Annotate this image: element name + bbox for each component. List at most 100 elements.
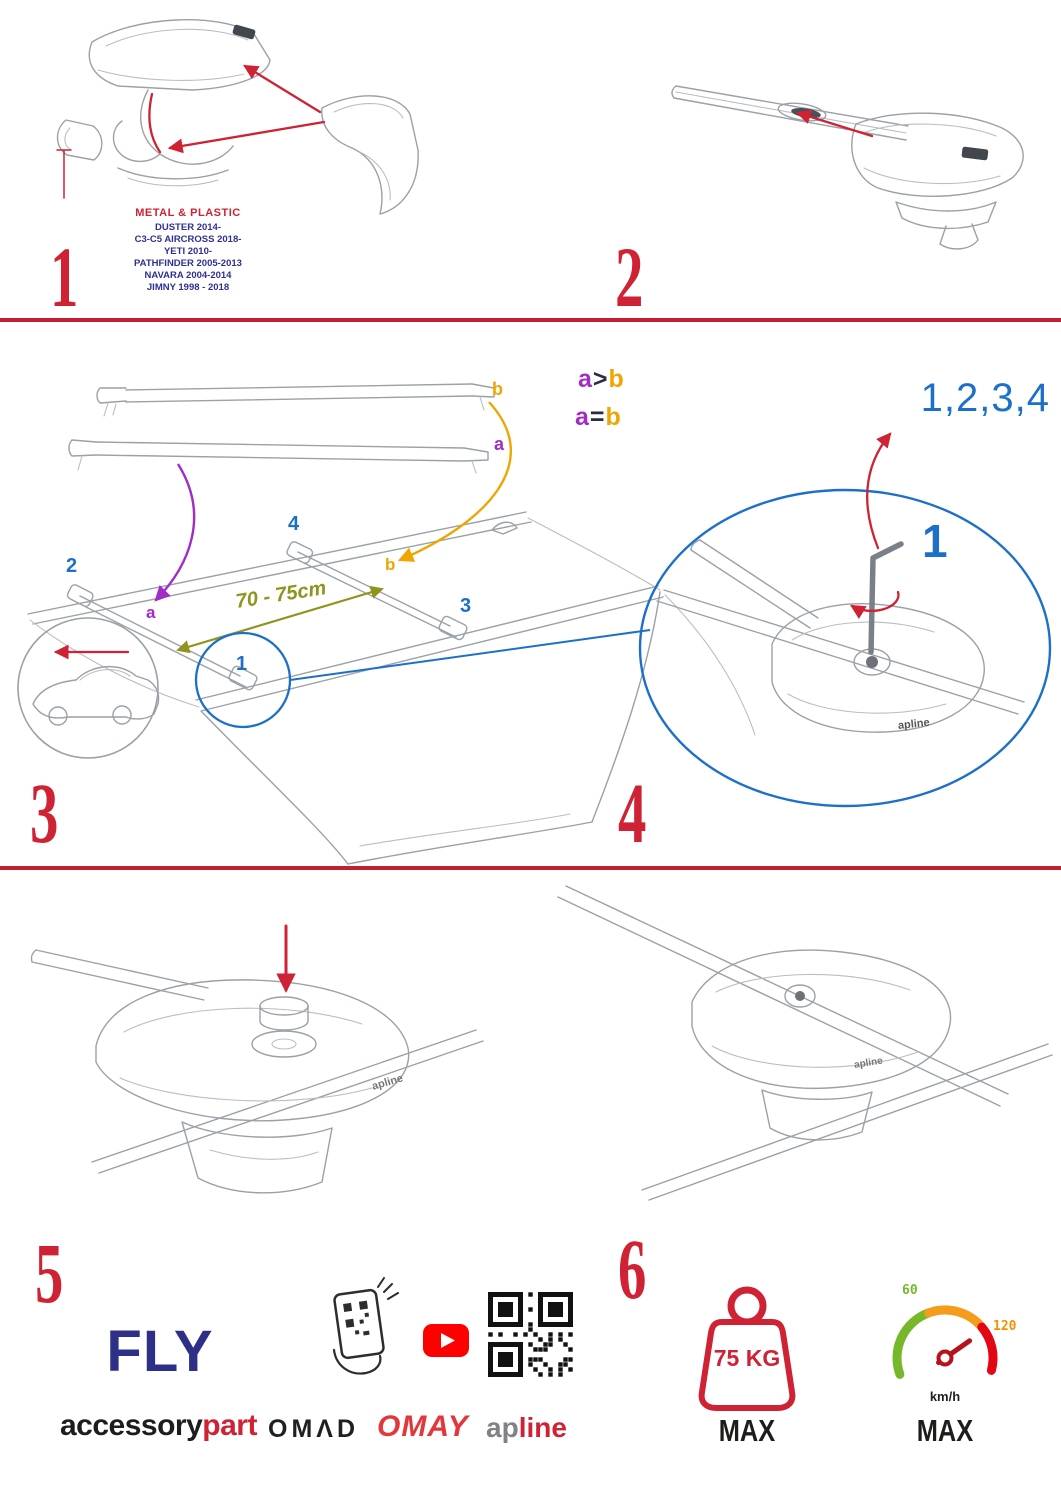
antenna-fin	[491, 521, 518, 535]
apline-logo: apline	[486, 1412, 567, 1444]
compatible-models-list: DUSTER 2014- C3-C5 AIRCROSS 2018- YETI 2…	[103, 222, 273, 294]
step1-number: 1	[50, 229, 79, 325]
cap-center	[795, 991, 805, 1001]
foot-3	[438, 615, 468, 641]
model-line: NAVARA 2004-2014	[144, 270, 232, 281]
foot-body	[771, 603, 985, 733]
qr-code-modules	[488, 1292, 573, 1377]
sequence-arrow	[866, 432, 892, 550]
youtube-icon	[423, 1324, 469, 1357]
section-divider	[0, 318, 1061, 322]
rail-lines	[91, 1029, 484, 1174]
footer-icons	[332, 1277, 998, 1411]
step6-finished-drawing: apline	[557, 885, 1053, 1201]
rule-a-greater-b: a>b	[578, 365, 625, 394]
max-weight-value: 75 KG	[713, 1345, 781, 1371]
roof-label-a: a	[146, 603, 156, 622]
apline-logo-gray: ap	[486, 1412, 519, 1443]
accessorypart-logo: accessorypart	[60, 1409, 257, 1442]
model-line: C3-C5 AIRCROSS 2018-	[134, 234, 242, 245]
speed-unit-label: km/h	[929, 1389, 961, 1404]
rule-b: b	[608, 365, 625, 393]
near-roof-rail	[27, 511, 532, 625]
plastic-cover-drawing	[321, 95, 419, 215]
wheel	[112, 705, 132, 725]
car-direction-inset	[17, 617, 160, 759]
play-triangle	[441, 1333, 455, 1348]
foot-body	[95, 979, 410, 1122]
step3-step4-illustration: b a a b	[17, 379, 1052, 865]
max-weight-label: MAX	[718, 1413, 776, 1448]
speed-high-label: 120	[993, 1319, 1017, 1334]
model-line: YETI 2010-	[163, 246, 213, 257]
position-2-label: 2	[66, 555, 77, 577]
cap-hole	[271, 1038, 297, 1050]
detail-connector-line	[289, 629, 651, 681]
foot-brand-logo: apline	[853, 1055, 884, 1070]
position1-highlight-circle	[194, 631, 292, 729]
speedometer-icon	[892, 1305, 998, 1379]
red-arrow	[243, 64, 322, 114]
accessorypart-logo-red: part	[202, 1409, 257, 1442]
model-line: DUSTER 2014-	[155, 222, 221, 233]
rule-b: b	[605, 403, 622, 431]
foot-brand-logo: apline	[897, 717, 930, 732]
rule-a: a	[575, 403, 590, 431]
step3-number: 3	[30, 765, 59, 861]
needle-hub	[936, 1349, 954, 1367]
bar-label-a: a	[494, 434, 505, 454]
position-4-label: 4	[288, 513, 300, 535]
model-line: JIMNY 1998 - 2018	[146, 282, 230, 293]
foot-drawing	[851, 112, 1024, 250]
step1-step2-illustration	[56, 19, 1024, 250]
cap-recess	[251, 1030, 317, 1058]
position-3-label: 3	[460, 595, 471, 617]
bar-lines	[30, 949, 209, 1001]
lower-clamp	[181, 1121, 333, 1194]
speed-low-label: 60	[902, 1283, 918, 1298]
brand-chip	[961, 146, 989, 161]
rail-lines	[656, 589, 1025, 715]
lower-clamp	[761, 1089, 873, 1141]
omad-logo: OMΛD	[268, 1415, 359, 1443]
tightening-sequence: 1,2,3,4	[920, 376, 1050, 420]
apline-logo-red: line	[518, 1412, 567, 1443]
foot-1	[228, 665, 258, 691]
rule-a-equals-b: a=b	[575, 403, 622, 432]
brand-fly: FLY	[106, 1319, 214, 1384]
wheel	[48, 706, 68, 726]
step1-clamp-drawing	[56, 19, 419, 215]
foot-2	[66, 584, 94, 608]
step4-number: 4	[618, 765, 647, 861]
red-arrow	[795, 109, 874, 138]
allen-key	[868, 541, 904, 655]
model-line: PATHFINDER 2005-2013	[134, 258, 242, 269]
qr-finder-patterns	[488, 1292, 573, 1377]
section-divider	[0, 866, 1061, 870]
crossbar-a-drawing	[68, 439, 489, 474]
step2-number: 2	[615, 229, 644, 325]
leader-line	[56, 149, 72, 199]
front-mounted-bar	[79, 595, 247, 688]
bar-label-b: b	[492, 379, 503, 399]
position-1-label: 1	[236, 653, 247, 675]
red-trace-line	[148, 92, 162, 154]
accessorypart-logo-black: accessory	[60, 1409, 203, 1442]
step4-detail-drawing: apline	[638, 432, 1052, 808]
position-1-big-label: 1	[922, 515, 948, 567]
roof-label-b: b	[385, 555, 395, 574]
weight-max-icon	[698, 1286, 796, 1411]
omay-logo: OMAY	[377, 1410, 469, 1443]
far-roof-rail	[195, 585, 664, 712]
rule-a: a	[578, 365, 593, 393]
hex-socket	[866, 656, 878, 668]
rule-op: >	[592, 365, 609, 393]
orange-curve-arrow	[397, 401, 512, 562]
foot-4	[286, 541, 314, 564]
rotate-arrow	[850, 590, 900, 620]
cap-hole	[784, 984, 816, 1008]
qr-code	[488, 1292, 573, 1377]
qr-scan-phone-icon	[332, 1277, 399, 1375]
red-arrow	[167, 120, 326, 154]
